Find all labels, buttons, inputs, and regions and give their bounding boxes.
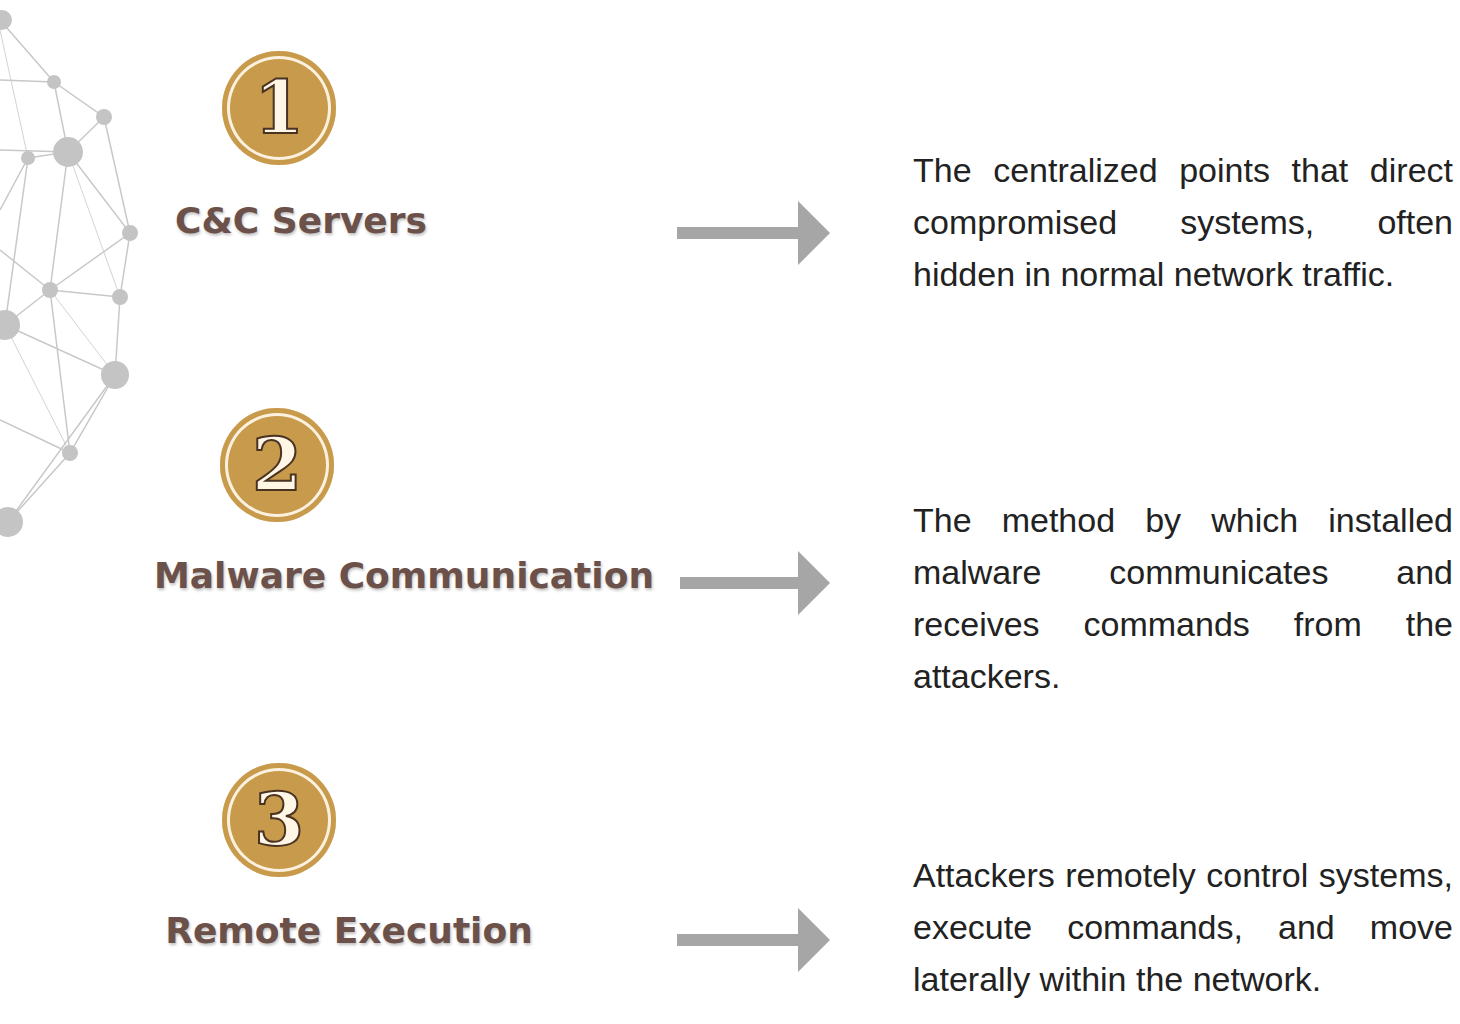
description-text: The centralized points that direct compr… xyxy=(913,144,1453,300)
description-text: The method by which installed malware co… xyxy=(913,494,1453,702)
step-number: 2 xyxy=(252,429,302,501)
arrow xyxy=(677,201,830,265)
arrow xyxy=(680,551,830,615)
arrow xyxy=(677,908,830,972)
number-circle: 2 xyxy=(220,408,334,522)
numbered-step: 1C&C Servers xyxy=(120,51,680,221)
step-heading: C&C Servers xyxy=(175,199,427,242)
network-dots xyxy=(0,10,138,537)
network-globe xyxy=(0,20,130,522)
step-heading: Remote Execution xyxy=(165,909,533,952)
arrows xyxy=(677,201,830,972)
description-text: Attackers remotely control systems, exec… xyxy=(913,849,1453,1005)
number-circle: 1 xyxy=(222,51,336,165)
number-circle: 3 xyxy=(222,763,336,877)
step-number: 3 xyxy=(254,784,304,856)
step-number: 1 xyxy=(254,72,304,144)
numbered-step: 3Remote Execution xyxy=(120,763,680,933)
step-heading: Malware Communication xyxy=(154,554,654,597)
numbered-step: 2Malware Communication xyxy=(120,408,680,578)
